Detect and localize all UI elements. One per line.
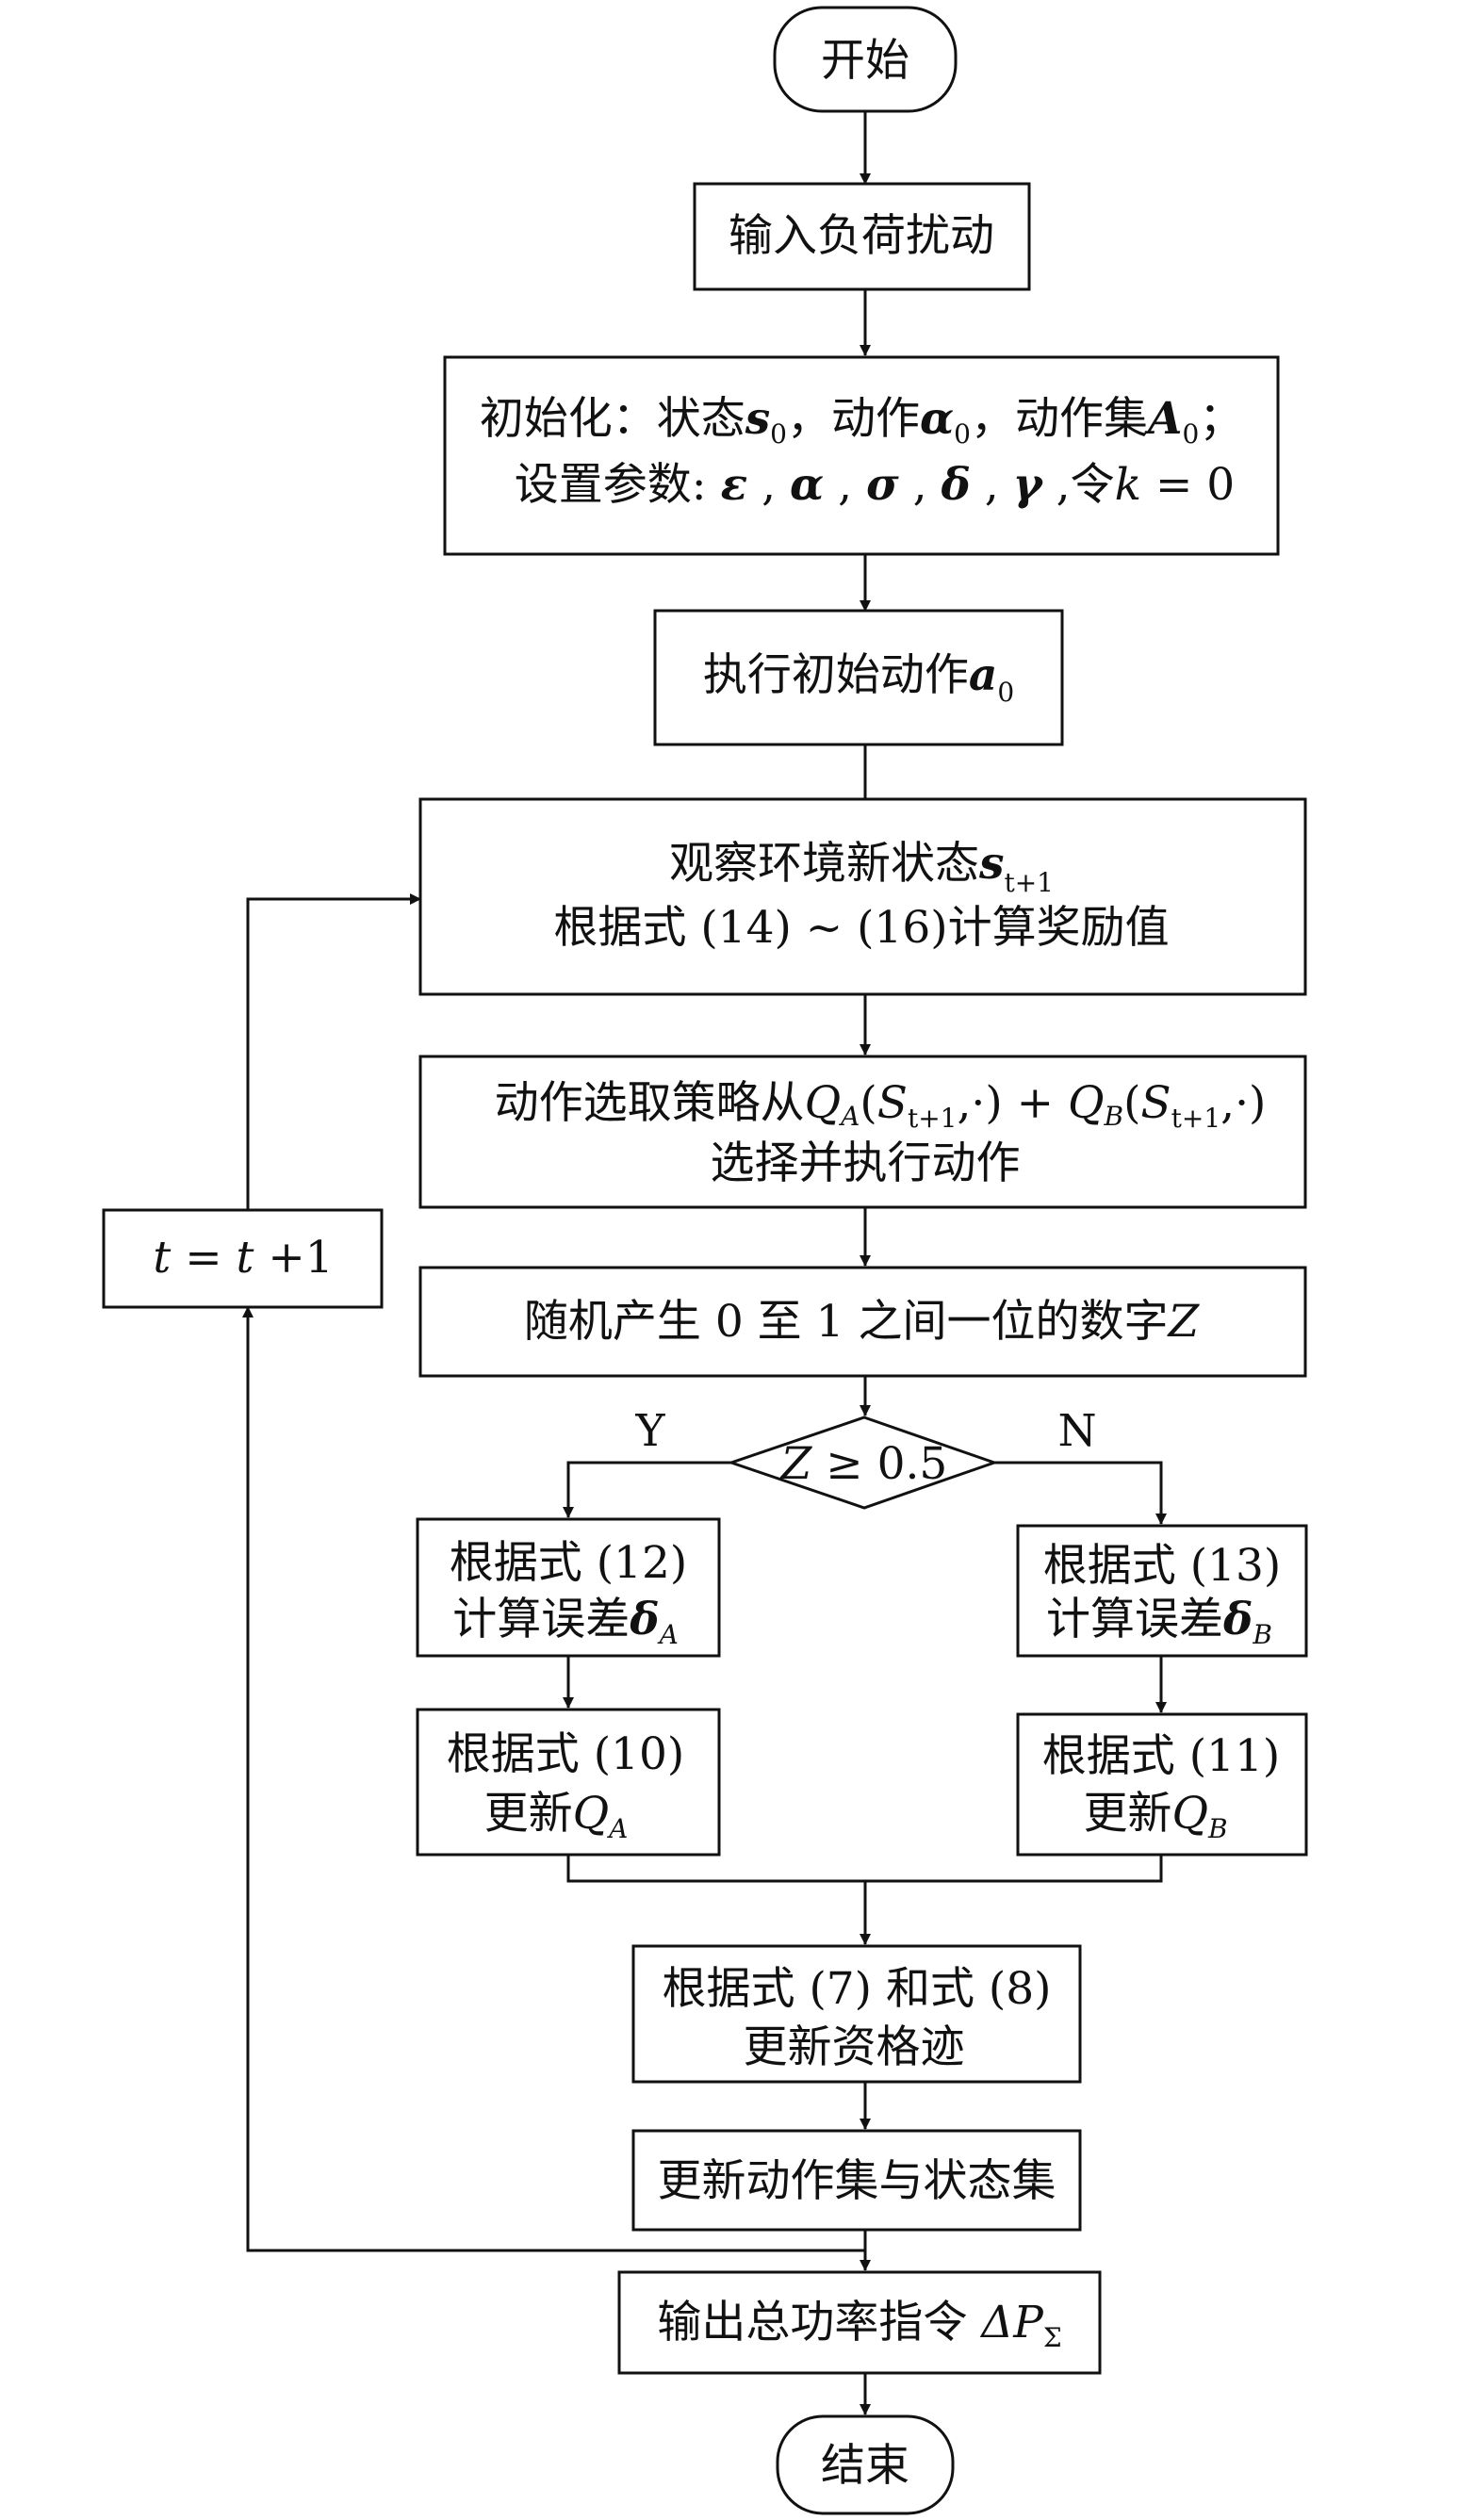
edge-loop-observe (246, 893, 421, 1210)
node-random: 随机产生 0 至 1 之间一位的数字Z (418, 1266, 1307, 1378)
node-loop: t = t +1 (102, 1208, 384, 1309)
node-err-b: 根据式 (13) 计算误差δB (1016, 1524, 1308, 1658)
output-label: 输出总功率指令 ΔPΣ (657, 2297, 1061, 2353)
upd-a-line1: 根据式 (10) (447, 1728, 684, 1780)
trace-line1: 根据式 (7) 和式 (8) (663, 1963, 1052, 2015)
start-label: 开始 (821, 35, 909, 87)
select-line1: 动作选取策略从QA(St+1,·) + QB(St+1,·) (495, 1077, 1267, 1134)
edge-loop-back (242, 1306, 865, 2252)
node-init: 初始化：状态s0，动作α0，动作集A0； 设置参数: ε , α , σ , δ… (443, 355, 1280, 556)
init-line2: 设置参数: ε , α , σ , δ , γ ,令k = 0 (515, 459, 1235, 511)
trace-line2: 更新资格迹 (744, 2021, 965, 2073)
observe-line1: 观察环境新状态st+1 (669, 838, 1054, 898)
end-label: 结束 (821, 2440, 909, 2492)
upd-b-line2: 更新QB (1083, 1788, 1227, 1844)
upd-b-line1: 根据式 (11) (1042, 1730, 1280, 1782)
node-err-a: 根据式 (12) 计算误差δA (416, 1517, 721, 1658)
node-output: 输出总功率指令 ΔPΣ (617, 2270, 1102, 2375)
err-b-line2: 计算误差δB (1046, 1594, 1272, 1650)
node-select: 动作选取策略从QA(St+1,·) + QB(St+1,·) 选择并执行动作 (418, 1055, 1307, 1209)
no-label: N (1057, 1405, 1096, 1457)
node-decision: Z ≥ 0.5 (727, 1415, 999, 1510)
node-upd-b: 根据式 (11) 更新QB (1016, 1712, 1308, 1857)
edge-decision-yes (563, 1461, 731, 1518)
upd-a-line2: 更新QA (484, 1788, 629, 1844)
err-a-line1: 根据式 (12) (450, 1537, 687, 1589)
node-end: 结束 (776, 2414, 955, 2515)
node-upd-a: 根据式 (10) 更新QA (416, 1708, 721, 1857)
update-sets-label: 更新动作集与状态集 (658, 2155, 1056, 2207)
random-label: 随机产生 0 至 1 之间一位的数字Z (524, 1296, 1201, 1348)
decision-label: Z ≥ 0.5 (779, 1438, 948, 1490)
edges (242, 111, 1167, 2415)
input-label: 输入负荷扰动 (729, 210, 994, 262)
node-exec-init: 执行初始动作a0 (653, 609, 1064, 746)
node-trace: 根据式 (7) 和式 (8) 更新资格迹 (631, 1944, 1082, 2084)
edge-decision-no (994, 1461, 1167, 1525)
node-start: 开始 (773, 6, 958, 113)
init-line1: 初始化：状态s0，动作α0，动作集A0； (480, 393, 1244, 450)
loop-label: t = t +1 (153, 1232, 333, 1284)
exec-init-label: 执行初始动作a0 (703, 649, 1014, 708)
yes-label: Y (634, 1405, 665, 1457)
node-update-sets: 更新动作集与状态集 (631, 2129, 1082, 2232)
node-input: 输入负荷扰动 (693, 182, 1031, 291)
node-observe: 观察环境新状态st+1 根据式 (14) ~ (16)计算奖励值 (418, 797, 1307, 996)
err-a-line2: 计算误差δA (452, 1594, 679, 1650)
select-line2: 选择并执行动作 (711, 1137, 1021, 1189)
observe-line2: 根据式 (14) ~ (16)计算奖励值 (553, 902, 1169, 954)
edge-merge (566, 1855, 1163, 1883)
err-b-line1: 根据式 (13) (1043, 1540, 1281, 1592)
